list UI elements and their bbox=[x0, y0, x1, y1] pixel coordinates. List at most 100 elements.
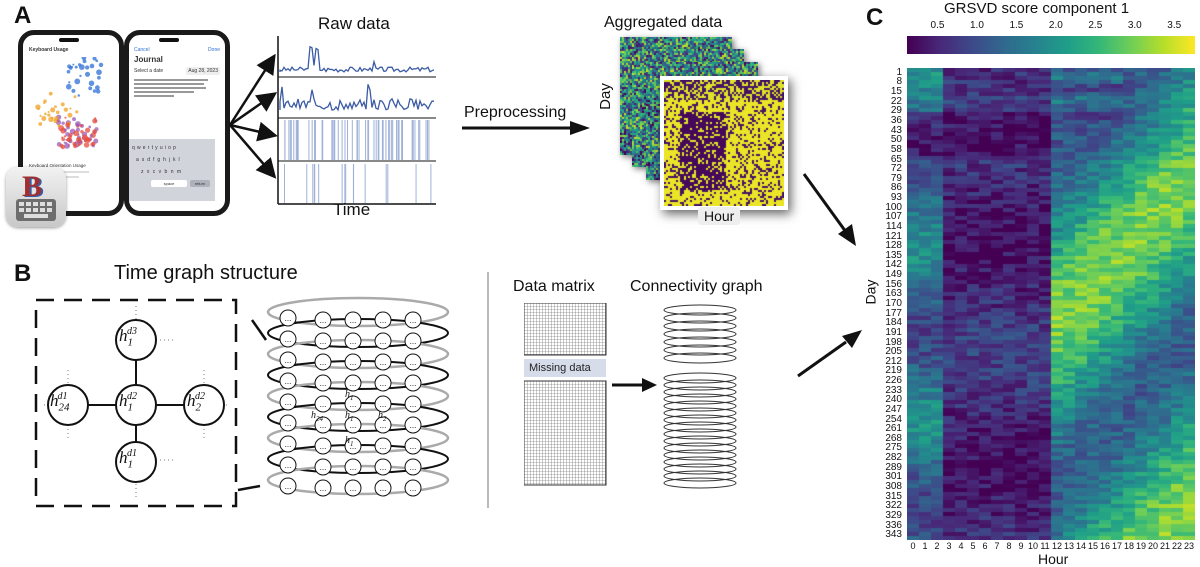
svg-text:...: ... bbox=[285, 398, 292, 407]
heatmap-y-tick-label: 128 bbox=[885, 240, 902, 252]
raw-data-plot bbox=[277, 36, 436, 205]
heatmap-x-tick-label: 13 bbox=[1063, 541, 1074, 551]
heatmap-y-tick-label: 93 bbox=[890, 192, 902, 204]
arrow-to-heatmap-bottom bbox=[797, 330, 862, 378]
journal-date-value: Aug 28, 2023 bbox=[186, 67, 220, 75]
aggregated-data-x-label: Hour bbox=[698, 207, 741, 225]
heatmap-y-tick-label: 142 bbox=[885, 259, 902, 271]
svg-text:...: ... bbox=[320, 442, 327, 451]
svg-text:...: ... bbox=[285, 419, 292, 428]
heatmap-y-tick-label: 121 bbox=[885, 230, 902, 242]
svg-text:...: ... bbox=[320, 337, 327, 346]
heatmap-y-tick-label: 275 bbox=[885, 442, 902, 454]
data-matrix-title: Data matrix bbox=[513, 278, 595, 295]
heatmap-y-tick-label: 233 bbox=[885, 384, 902, 396]
aggregated-data-title: Aggregated data bbox=[604, 14, 723, 31]
heatmap-y-tick-label: 163 bbox=[885, 288, 902, 300]
heatmap-y-tick-label: 184 bbox=[885, 317, 902, 329]
colorbar-tick-label: 0.5 bbox=[930, 20, 945, 31]
node-top-label: h1d3 bbox=[119, 326, 137, 349]
heatmap-y-tick-label: 301 bbox=[885, 471, 902, 483]
time-graph-title: Time graph structure bbox=[114, 262, 298, 284]
keyboard-usage-heading: Keyboard Usage bbox=[29, 47, 69, 53]
heatmap-x-tick-label: 20 bbox=[1147, 541, 1158, 551]
svg-text:...: ... bbox=[380, 379, 387, 388]
svg-text:...: ... bbox=[410, 484, 417, 493]
svg-text:...: ... bbox=[350, 337, 357, 346]
heatmap-y-tick-label: 1 bbox=[896, 66, 902, 78]
node-bottom-label: h1d1 bbox=[119, 448, 137, 471]
heatmap-x-tick-label: 16 bbox=[1099, 541, 1110, 551]
heatmap-y-tick-label: 86 bbox=[890, 182, 902, 194]
colorbar-tick-label: 3.5 bbox=[1167, 20, 1182, 31]
svg-text:...: ... bbox=[410, 316, 417, 325]
heatmap-x-tick-label: 8 bbox=[1006, 541, 1012, 551]
heatmap-x-tick-label: 1 bbox=[922, 541, 928, 551]
svg-text:...: ... bbox=[350, 442, 357, 451]
heatmap-y-tick-label: 29 bbox=[890, 105, 902, 117]
heatmap-y-tick-label: 322 bbox=[885, 500, 902, 512]
panel-label-c: C bbox=[866, 4, 884, 31]
svg-text:...: ... bbox=[410, 442, 417, 451]
colorbar-tick-label: 1.5 bbox=[1009, 20, 1024, 31]
svg-text:...: ... bbox=[380, 316, 387, 325]
heatmap-y-tick-label: 43 bbox=[890, 124, 902, 136]
heatmap-x-tick-label: 9 bbox=[1018, 541, 1024, 551]
heatmap-x-tick-label: 7 bbox=[994, 541, 1000, 551]
node-left-label: h24d1 bbox=[50, 391, 70, 414]
svg-text:...: ... bbox=[285, 482, 292, 491]
svg-text:...: ... bbox=[285, 314, 292, 323]
svg-text:...: ... bbox=[320, 316, 327, 325]
svg-text:...: ... bbox=[380, 358, 387, 367]
svg-text:...: ... bbox=[380, 463, 387, 472]
svg-text:...: ... bbox=[350, 421, 357, 430]
svg-text:...: ... bbox=[320, 379, 327, 388]
keyboard-orientation-heading: Keyboard Orientation Usage bbox=[29, 163, 86, 168]
heatmap-y-tick-label: 22 bbox=[890, 95, 902, 107]
heatmap-x-tick-label: 19 bbox=[1135, 541, 1146, 551]
cyl-node-left-label: h24 bbox=[311, 410, 323, 423]
svg-text:...: ... bbox=[410, 421, 417, 430]
cyl-node-center-label: h1 bbox=[345, 410, 354, 423]
aggregated-data-y-label: Day bbox=[596, 83, 614, 110]
svg-text:...: ... bbox=[380, 484, 387, 493]
heatmap-y-tick-label: 198 bbox=[885, 336, 902, 348]
fan-out-arrows bbox=[228, 53, 278, 179]
svg-text:...: ... bbox=[410, 337, 417, 346]
heatmap-y-tick-label: 107 bbox=[885, 211, 902, 223]
heatmap-y-tick-label: 343 bbox=[885, 529, 902, 541]
heatmap-y-tick-label: 247 bbox=[885, 403, 902, 415]
svg-text:...: ... bbox=[320, 400, 327, 409]
svg-text:...: ... bbox=[380, 337, 387, 346]
preprocessing-arrow bbox=[462, 121, 590, 135]
keyboard-row-3: z x c v b n m bbox=[141, 169, 183, 175]
colorbar-tick-label: 2.0 bbox=[1048, 20, 1063, 31]
journal-text-lines bbox=[134, 77, 210, 99]
heatmap-y-tick-label: 170 bbox=[885, 298, 902, 309]
svg-text:...: ... bbox=[320, 463, 327, 472]
heatmap-y-tick-label: 72 bbox=[890, 163, 902, 175]
svg-text:...: ... bbox=[410, 358, 417, 367]
heatmap-y-tick-label: 212 bbox=[885, 355, 902, 367]
missing-data-label: Missing data bbox=[529, 362, 591, 374]
heatmap-y-tick-label: 254 bbox=[885, 413, 902, 425]
aggregated-heatmap-front bbox=[660, 76, 788, 210]
heatmap-y-tick-label: 261 bbox=[885, 423, 902, 435]
heatmap-y-tick-label: 336 bbox=[885, 519, 902, 531]
heatmap-x-tick-label: 0 bbox=[910, 541, 916, 551]
phone-journal-screen: Cancel Done Journal Select a date Aug 28… bbox=[124, 30, 230, 216]
journal-title: Journal bbox=[134, 55, 163, 64]
heatmap-y-tick-label: 58 bbox=[890, 143, 902, 155]
heatmap-x-tick-label: 18 bbox=[1123, 541, 1134, 551]
journal-date-label: Select a date bbox=[134, 68, 164, 74]
heatmap-x-tick-label: 23 bbox=[1183, 541, 1194, 551]
keyboard-return-key: return bbox=[190, 180, 210, 187]
svg-text:...: ... bbox=[410, 400, 417, 409]
connectivity-graph-title: Connectivity graph bbox=[630, 278, 763, 295]
colorbar-tick-label: 2.5 bbox=[1088, 20, 1103, 31]
heatmap-x-tick-label: 10 bbox=[1027, 541, 1038, 551]
svg-text:...: ... bbox=[350, 316, 357, 325]
keyboard-icon bbox=[16, 199, 56, 221]
